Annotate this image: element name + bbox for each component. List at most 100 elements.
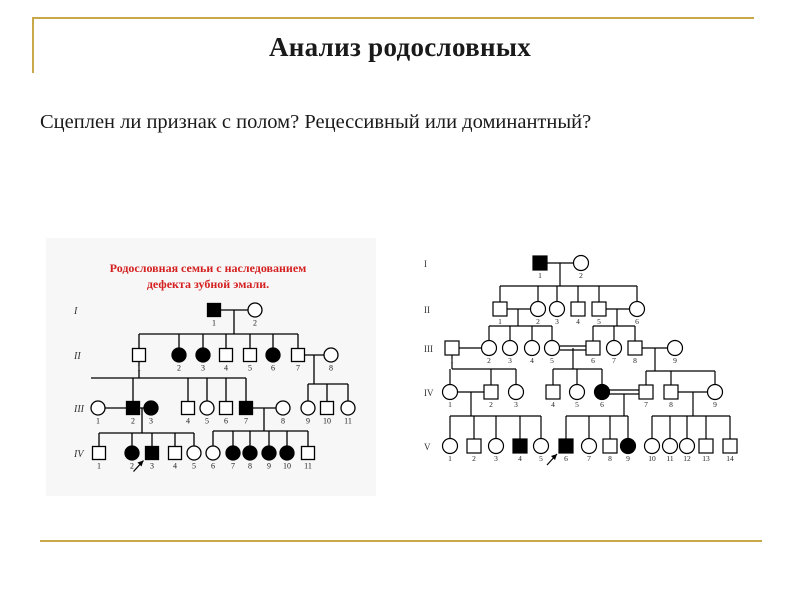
p2-individual-number: 12: [683, 454, 691, 463]
p2-individual-number: 1: [498, 317, 502, 326]
p2-individual-number: 8: [633, 356, 637, 365]
p1-generation-label: I: [73, 306, 78, 317]
p1-individual-number: 3: [201, 364, 205, 373]
p2-female-unaffected-symbol: [628, 300, 646, 318]
p2-male-unaffected-symbol: [591, 301, 607, 317]
p1-female-unaffected-symbol: [90, 400, 106, 416]
p2-female-unaffected-symbol: [548, 300, 566, 318]
p2-individual-number: 6: [600, 400, 604, 409]
p2-female-unaffected-symbol: [706, 383, 724, 401]
p1-female-affected-symbol: [261, 445, 277, 461]
p1-female-affected-symbol: [171, 347, 187, 363]
p1-male-unaffected-symbol: [131, 347, 147, 363]
p2-individual-number: 2: [487, 356, 491, 365]
p2-individual-number: 4: [576, 317, 580, 326]
p2-individual-number: 11: [666, 454, 673, 463]
p2-individual-number: 2: [579, 271, 583, 280]
p2-generation-label: II: [424, 305, 430, 315]
p1-female-affected-symbol: [279, 445, 295, 461]
p2-male-affected-symbol: [512, 438, 528, 454]
p1-individual-number: 1: [212, 319, 216, 328]
p1-female-affected-symbol: [225, 445, 241, 461]
p2-individual-number: 2: [472, 454, 476, 463]
p2-individual-number: 1: [448, 400, 452, 409]
p2-individual-number: 7: [587, 454, 591, 463]
p1-female-affected-symbol: [242, 445, 258, 461]
p1-individual-number: 1: [137, 364, 141, 373]
p1-female-unaffected-symbol: [199, 400, 215, 416]
p2-female-unaffected-symbol: [532, 437, 550, 455]
p2-individual-number: 5: [539, 454, 543, 463]
p1-individual-number: 5: [205, 417, 209, 426]
p2-male-unaffected-symbol: [483, 384, 499, 400]
p1-individual-number: 8: [329, 364, 333, 373]
p2-female-unaffected-symbol: [661, 437, 679, 455]
p2-individual-number: 9: [626, 454, 630, 463]
p1-male-unaffected-symbol: [290, 347, 306, 363]
p2-generation-label: III: [424, 344, 433, 354]
p1-individual-number: 7: [231, 462, 235, 471]
p2-individual-number: 4: [530, 356, 534, 365]
p2-female-unaffected-symbol: [441, 437, 459, 455]
pedigree-enamel-defect: Родословная семьи с наследованием дефект…: [46, 238, 376, 496]
p1-female-unaffected-symbol: [205, 445, 221, 461]
bottom-accent-rule: [40, 540, 762, 542]
p2-male-unaffected-symbol: [627, 340, 643, 356]
top-accent-rule: [32, 17, 754, 19]
p1-individual-number: 2: [131, 417, 135, 426]
p1-individual-number: 4: [224, 364, 228, 373]
p1-individual-number: 8: [281, 417, 285, 426]
p2-individual-number: 10: [648, 454, 656, 463]
p1-individual-number: 9: [267, 462, 271, 471]
p1-individual-number: 10: [323, 417, 331, 426]
p2-male-unaffected-symbol: [602, 438, 618, 454]
p2-female-unaffected-symbol: [507, 383, 525, 401]
p2-generation-label: I: [424, 259, 427, 269]
question-text: Сцеплен ли признак с полом? Рецессивный …: [40, 111, 592, 133]
p2-female-unaffected-symbol: [480, 339, 498, 357]
p2-individual-number: 4: [518, 454, 522, 463]
p2-individual-number: 1: [448, 454, 452, 463]
p1-individual-number: 4: [173, 462, 177, 471]
p2-individual-number: 3: [508, 356, 512, 365]
p2-male-affected-symbol: [558, 438, 574, 454]
p2-female-unaffected-symbol: [487, 437, 505, 455]
p1-individual-number: 5: [248, 364, 252, 373]
p1-female-affected-symbol: [265, 347, 281, 363]
p1-individual-number: 3: [150, 462, 154, 471]
p2-individual-number: 3: [514, 400, 518, 409]
p1-individual-number: 1: [97, 462, 101, 471]
pedigree-caption-line1: Родословная семьи с наследованием: [110, 261, 307, 275]
p1-generation-label: III: [73, 404, 85, 415]
p2-individual-number: 1: [450, 356, 454, 365]
p1-male-unaffected-symbol: [319, 400, 335, 416]
p1-male-affected-symbol: [125, 400, 141, 416]
p2-individual-number: 7: [644, 400, 648, 409]
p2-individual-number: 3: [555, 317, 559, 326]
p2-individual-number: 9: [713, 400, 717, 409]
p1-individual-number: 6: [211, 462, 215, 471]
p2-female-unaffected-symbol: [666, 339, 684, 357]
p2-female-unaffected-symbol: [529, 300, 547, 318]
p2-individual-number: 6: [564, 454, 568, 463]
p2-generation-label: V: [424, 442, 431, 452]
p2-female-unaffected-symbol: [501, 339, 519, 357]
p2-female-unaffected-symbol: [643, 437, 661, 455]
p2-individual-number: 5: [575, 400, 579, 409]
p2-male-unaffected-symbol: [638, 384, 654, 400]
p1-individual-number: 2: [253, 319, 257, 328]
p1-male-affected-symbol: [144, 445, 160, 461]
p1-male-affected-symbol: [206, 302, 222, 318]
p1-female-unaffected-symbol: [323, 347, 339, 363]
p1-female-affected-symbol: [143, 400, 159, 416]
p2-female-unaffected-symbol: [523, 339, 541, 357]
p1-female-unaffected-symbol: [300, 400, 316, 416]
p2-individual-number: 2: [489, 400, 493, 409]
p2-male-unaffected-symbol: [492, 301, 508, 317]
p2-male-unaffected-symbol: [545, 384, 561, 400]
p1-individual-number: 1: [96, 417, 100, 426]
p1-individual-number: 6: [224, 417, 228, 426]
p2-female-unaffected-symbol: [678, 437, 696, 455]
p1-individual-number: 5: [192, 462, 196, 471]
slide-title: Анализ родословных: [268, 32, 532, 62]
